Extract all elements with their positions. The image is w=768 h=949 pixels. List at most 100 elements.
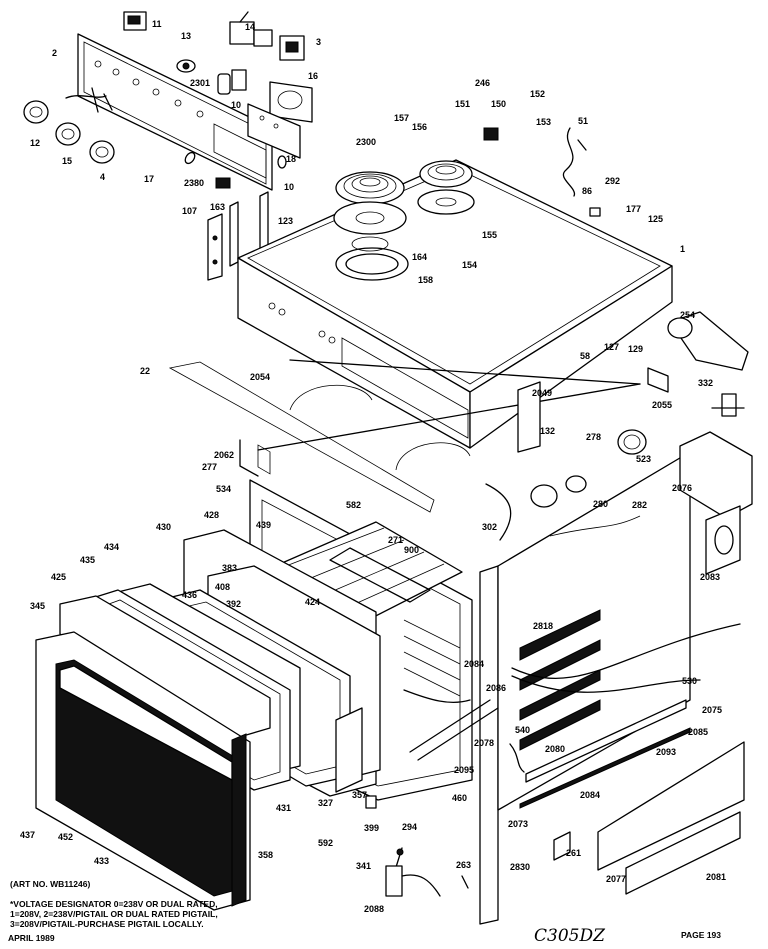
knob-15 bbox=[55, 122, 81, 146]
callout-254: 254 bbox=[680, 310, 695, 320]
callout-2: 2 bbox=[52, 48, 57, 58]
callout-153: 153 bbox=[536, 117, 551, 127]
callout-452: 452 bbox=[58, 832, 73, 842]
callout-16: 16 bbox=[308, 71, 318, 81]
callout-540: 540 bbox=[515, 725, 530, 735]
bake-element-540 bbox=[409, 699, 499, 761]
bracket-107 bbox=[207, 213, 223, 281]
bracket-2083 bbox=[705, 505, 741, 575]
callout-246: 246 bbox=[475, 78, 490, 88]
heater-element-2818 bbox=[519, 609, 601, 751]
socket-280 bbox=[565, 475, 587, 493]
knob-12 bbox=[23, 100, 49, 124]
callout-261: 261 bbox=[566, 848, 581, 858]
callout-127: 127 bbox=[604, 342, 619, 352]
callout-439: 439 bbox=[256, 520, 271, 530]
callout-13: 13 bbox=[181, 31, 191, 41]
reflector-pan-164 bbox=[333, 201, 407, 235]
callout-2077: 2077 bbox=[606, 874, 626, 884]
callout-132: 132 bbox=[540, 426, 555, 436]
callout-2084: 2084 bbox=[580, 790, 600, 800]
receptacle-152 bbox=[483, 127, 499, 141]
callout-357: 357 bbox=[352, 790, 367, 800]
bulb-302 bbox=[530, 484, 558, 508]
bottom-rail-2080 bbox=[519, 699, 691, 809]
callout-2300: 2300 bbox=[356, 137, 376, 147]
door-handle-358 bbox=[231, 733, 247, 907]
callout-15: 15 bbox=[62, 156, 72, 166]
callout-4: 4 bbox=[100, 172, 105, 182]
lamp-17 bbox=[184, 151, 196, 165]
callout-435: 435 bbox=[80, 555, 95, 565]
bracket-261 bbox=[553, 831, 571, 861]
callout-383: 383 bbox=[222, 563, 237, 573]
leveling-leg-263 bbox=[461, 875, 469, 889]
callout-282: 282 bbox=[632, 500, 647, 510]
callout-2301: 2301 bbox=[190, 78, 210, 88]
art-number: (ART NO. WB11246) bbox=[10, 879, 91, 889]
callout-392: 392 bbox=[226, 599, 241, 609]
callout-10: 10 bbox=[231, 100, 241, 110]
callout-18: 18 bbox=[286, 154, 296, 164]
callout-425: 425 bbox=[51, 572, 66, 582]
control-panel-backguard bbox=[77, 33, 273, 191]
callout-157: 157 bbox=[394, 113, 409, 123]
clip-292 bbox=[589, 207, 601, 217]
callout-51: 51 bbox=[578, 116, 588, 126]
thermostat-bulb-530 bbox=[403, 689, 471, 703]
callout-2076: 2076 bbox=[672, 483, 692, 493]
vent-duct-254 bbox=[667, 311, 749, 371]
callout-11: 11 bbox=[152, 19, 162, 29]
callout-2095: 2095 bbox=[454, 765, 474, 775]
callout-437: 437 bbox=[20, 830, 35, 840]
broil-element-900 bbox=[329, 547, 431, 603]
callout-2054: 2054 bbox=[250, 372, 270, 382]
switch-3 bbox=[279, 35, 305, 61]
callout-1: 1 bbox=[680, 244, 685, 254]
callout-10: 10 bbox=[284, 182, 294, 192]
callout-2086: 2086 bbox=[486, 683, 506, 693]
callout-2380: 2380 bbox=[184, 178, 204, 188]
callout-436: 436 bbox=[182, 590, 197, 600]
switch-14 bbox=[229, 11, 273, 47]
callout-164: 164 bbox=[412, 252, 427, 262]
callout-2088: 2088 bbox=[364, 904, 384, 914]
callout-129: 129 bbox=[628, 344, 643, 354]
callout-2818: 2818 bbox=[533, 621, 553, 631]
panel-insert-18 bbox=[247, 103, 301, 159]
callout-358: 358 bbox=[258, 850, 273, 860]
callout-294: 294 bbox=[402, 822, 417, 832]
bake-racks bbox=[403, 619, 461, 697]
callout-125: 125 bbox=[648, 214, 663, 224]
callout-163: 163 bbox=[210, 202, 225, 212]
date-label: APRIL 1989 bbox=[8, 933, 55, 943]
callout-2080: 2080 bbox=[545, 744, 565, 754]
rocker-2301 bbox=[217, 69, 247, 95]
callout-152: 152 bbox=[530, 89, 545, 99]
callout-433: 433 bbox=[94, 856, 109, 866]
callout-345: 345 bbox=[30, 601, 45, 611]
door-outer-glass-345 bbox=[35, 631, 251, 911]
callout-22: 22 bbox=[140, 366, 150, 376]
callout-428: 428 bbox=[204, 510, 219, 520]
callout-86: 86 bbox=[582, 186, 592, 196]
callout-292: 292 bbox=[605, 176, 620, 186]
callout-341: 341 bbox=[356, 861, 371, 871]
pigtail-cord-51 bbox=[562, 127, 587, 197]
callout-302: 302 bbox=[482, 522, 497, 532]
callout-592: 592 bbox=[318, 838, 333, 848]
trim-ring-158 bbox=[335, 236, 409, 281]
callout-2093: 2093 bbox=[656, 747, 676, 757]
reflector-pan-154 bbox=[417, 189, 475, 215]
callout-434: 434 bbox=[104, 542, 119, 552]
callout-58: 58 bbox=[580, 351, 590, 361]
callout-431: 431 bbox=[276, 803, 291, 813]
callout-277: 277 bbox=[202, 462, 217, 472]
voltage-note: (ART NO. WB11246) *VOLTAGE DESIGNATOR 0=… bbox=[10, 879, 350, 929]
hinge-receptacle-2093 bbox=[509, 743, 525, 773]
callout-278: 278 bbox=[586, 432, 601, 442]
callout-2081: 2081 bbox=[706, 872, 726, 882]
lamp-receptacle-523 bbox=[617, 429, 647, 455]
callout-17: 17 bbox=[144, 174, 154, 184]
